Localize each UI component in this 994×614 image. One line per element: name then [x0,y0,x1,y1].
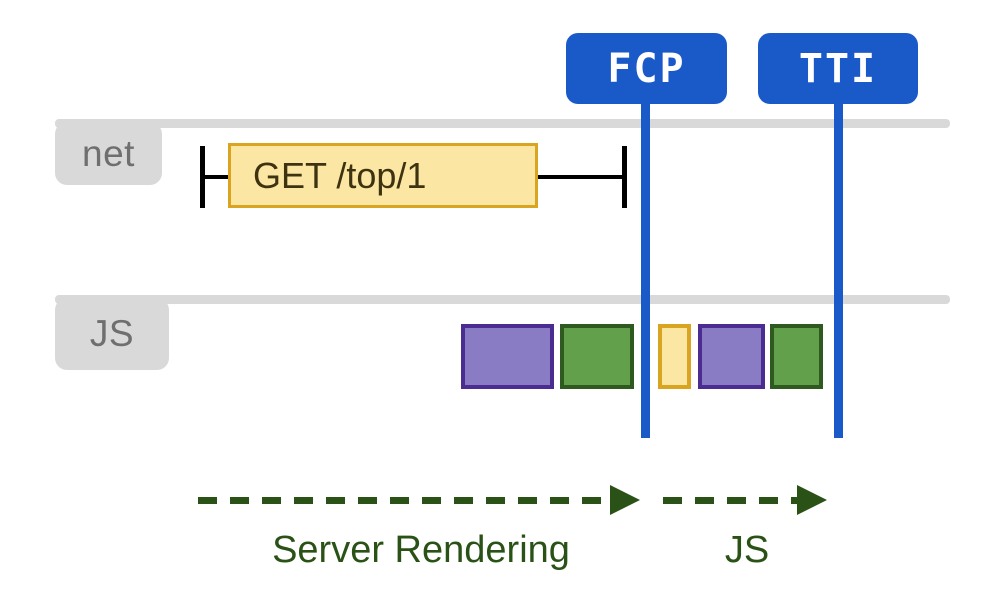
lane-track-net [55,119,950,128]
phase-label-server-rendering: Server Rendering [272,529,570,571]
network-request-bar[interactable]: GET /top/1 [228,143,538,208]
request-end-cap [622,146,627,208]
request-start-line [203,175,231,179]
phase-arrow-head [797,485,827,515]
js-task-block[interactable] [698,324,765,389]
marker-line-fcp [641,95,650,438]
marker-badge-tti[interactable]: TTI [758,33,918,104]
marker-badge-tti-label: TTI [798,45,878,92]
lane-label-net-text: net [82,132,135,174]
js-task-block[interactable] [658,324,691,389]
marker-badge-fcp[interactable]: FCP [566,33,727,104]
marker-badge-fcp-label: FCP [607,45,686,92]
lane-label-js: JS [55,298,169,370]
lane-label-net: net [55,122,162,185]
phase-arrow-dashed [198,497,616,504]
network-request-label: GET /top/1 [253,154,427,196]
phase-label-js: JS [724,529,770,571]
marker-line-tti [834,95,843,438]
lane-track-js [55,295,950,304]
request-start-cap [200,146,205,208]
js-task-block[interactable] [560,324,634,389]
lane-label-js-text: JS [89,313,135,354]
js-task-block[interactable] [770,324,823,389]
js-task-block[interactable] [461,324,554,389]
phase-arrow-dashed [663,497,803,504]
phase-arrow-head [610,485,640,515]
request-end-line [538,175,624,179]
